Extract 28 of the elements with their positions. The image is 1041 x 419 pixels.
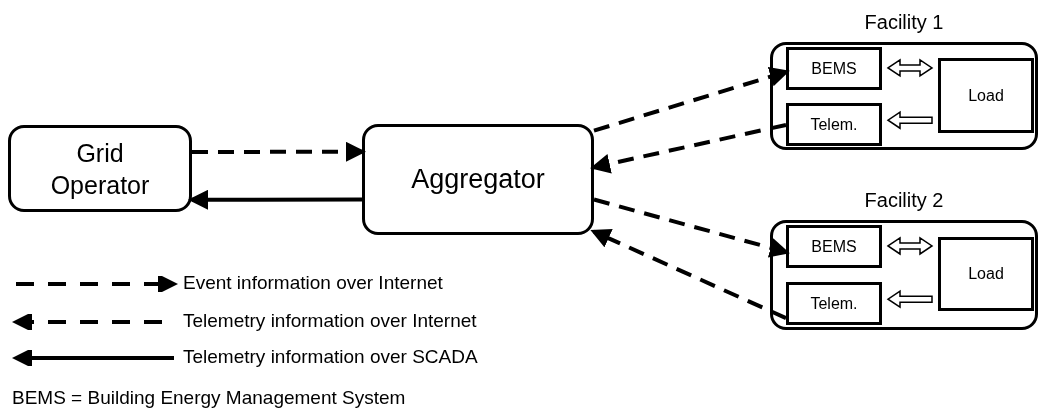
- footnote: BEMS = Building Energy Management System: [12, 386, 406, 410]
- component-box: [786, 225, 882, 268]
- component-box: [786, 47, 882, 90]
- facility-heading: Facility 2: [863, 188, 945, 213]
- node-label: BEMS: [811, 236, 857, 257]
- legend-text: Telemetry information over Internet: [183, 309, 477, 333]
- component-box: [786, 103, 882, 146]
- legend-text: Telemetry information over SCADA: [183, 345, 478, 369]
- hollow-arrow: [886, 236, 934, 256]
- process-box: [8, 125, 192, 212]
- node-label: Telem.: [810, 114, 858, 135]
- node-label: Load: [968, 264, 1004, 284]
- process-box: [362, 124, 594, 235]
- node-label: Grid Operator: [49, 137, 151, 201]
- hollow-arrow: [886, 110, 933, 130]
- arrow: [192, 141, 366, 162]
- node-label: Aggregator: [410, 163, 546, 197]
- hollow-arrow: [886, 289, 933, 309]
- legend-text: Event information over Internet: [183, 271, 443, 295]
- hollow-arrow: [886, 58, 934, 78]
- component-box: [938, 58, 1034, 133]
- facility-heading: Facility 1: [863, 10, 945, 35]
- component-box: [938, 237, 1034, 311]
- component-box: [786, 282, 882, 325]
- node-label: Load: [968, 85, 1004, 106]
- arrow: [590, 229, 787, 320]
- node-label: BEMS: [811, 58, 857, 79]
- node-label: Telem.: [810, 293, 858, 314]
